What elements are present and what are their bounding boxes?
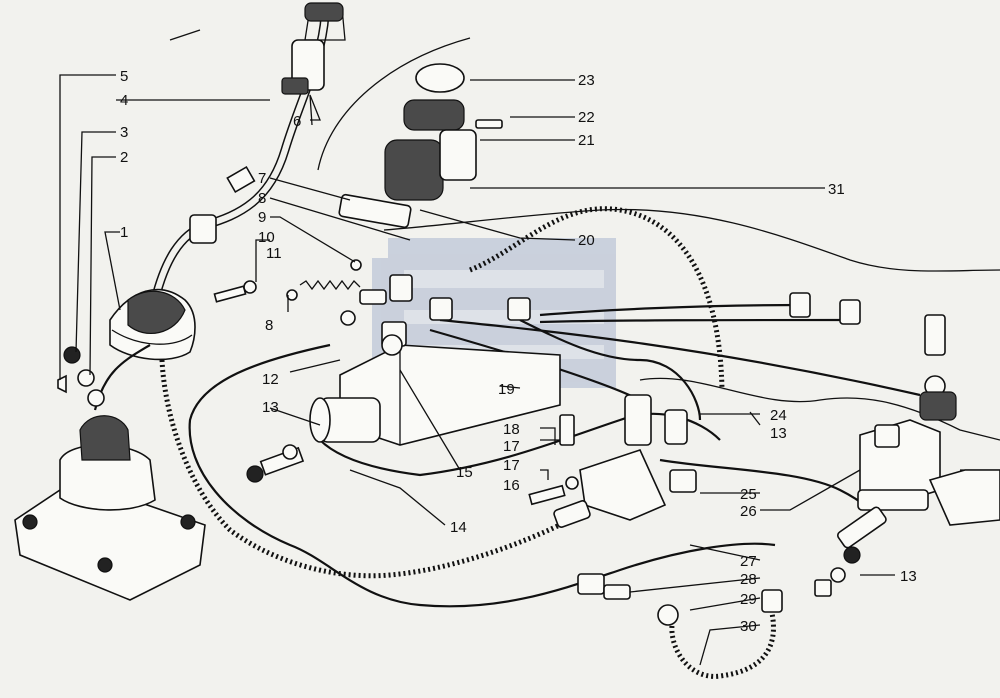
callout-13: 13 (900, 568, 917, 585)
callout-labels: 5 4 3 2 1 6 7 8 9 10 11 8 12 13 14 15 16… (120, 68, 917, 635)
fitting-7-8 (338, 193, 413, 326)
callout-23: 23 (578, 72, 595, 89)
callout-11: 11 (266, 245, 282, 262)
gear-lever (150, 2, 346, 302)
callout-5: 5 (120, 68, 128, 85)
leader-lines (59, 74, 895, 666)
callout-19: 19 (498, 381, 515, 398)
callout-17: 17 (503, 438, 520, 455)
callout-12: 12 (262, 371, 279, 388)
pressure-switch (384, 63, 503, 201)
callout-16: 16 (503, 477, 520, 494)
callout-2: 2 (120, 149, 128, 166)
solenoid-valve (814, 419, 1000, 597)
callout-13: 13 (770, 425, 787, 442)
callout-18: 18 (503, 421, 520, 438)
callout-30: 30 (740, 618, 757, 635)
callout-15: 15 (456, 464, 473, 481)
callout-6: 6 (293, 113, 301, 130)
callout-22: 22 (578, 109, 595, 126)
callout-9: 9 (258, 209, 266, 226)
callout-8: 8 (258, 190, 266, 207)
callout-26: 26 (740, 503, 757, 520)
callout-14: 14 (450, 519, 467, 536)
callout-3: 3 (120, 124, 128, 141)
callout-17: 17 (503, 457, 520, 474)
air-cylinder (246, 397, 381, 483)
right-fittings (789, 292, 957, 421)
background-outline (169, 29, 1000, 471)
callout-4: 4 (120, 92, 128, 109)
callout-21: 21 (578, 132, 595, 149)
callout-29: 29 (740, 591, 757, 608)
bolt-10-11 (213, 280, 257, 303)
lever-housing (14, 344, 206, 601)
callout-10: 10 (258, 229, 275, 246)
callout-13: 13 (262, 399, 279, 416)
lever-boot (109, 288, 196, 361)
lower-valve (528, 394, 697, 528)
spring-9 (286, 259, 362, 301)
callout-8: 8 (265, 317, 273, 334)
callout-7: 7 (258, 170, 266, 187)
lower-hose (577, 573, 783, 679)
callout-25: 25 (740, 486, 757, 503)
callout-27: 27 (740, 553, 757, 570)
callout-31: 31 (828, 181, 845, 198)
callout-1: 1 (120, 224, 128, 241)
callout-24: 24 (770, 407, 787, 424)
callout-20: 20 (578, 232, 595, 249)
callout-28: 28 (740, 571, 757, 588)
washers-2-3-5 (57, 346, 95, 394)
